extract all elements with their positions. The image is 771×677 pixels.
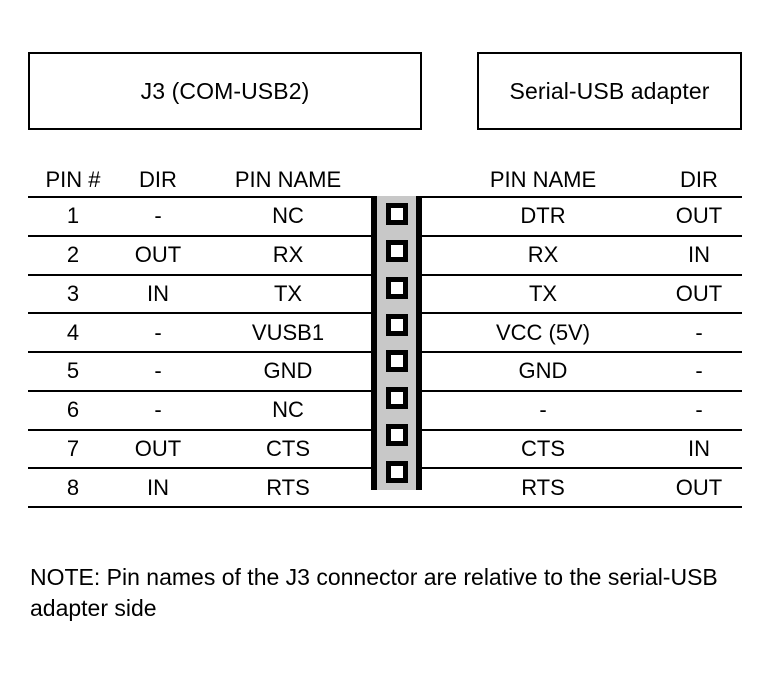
cell-pin-number: 4 (66, 319, 80, 345)
cell-pin-number: 7 (66, 435, 80, 461)
cell-dir-right: OUT (675, 474, 723, 500)
note-text: NOTE: Pin names of the J3 connector are … (30, 564, 718, 621)
cell-pin-name-right: GND (518, 358, 568, 384)
header-box-j3: J3 (COM-USB2) (28, 52, 422, 130)
cell-pin-number: 6 (66, 397, 80, 423)
cell-dir-left: - (154, 358, 162, 384)
cell-dir-left: - (154, 319, 162, 345)
cell-pin-name-left: GND (263, 358, 313, 384)
cell-dir-left: - (154, 203, 162, 229)
connector-pin-square (385, 460, 408, 483)
header-box-j3-label: J3 (COM-USB2) (140, 77, 310, 104)
cell-pin-number: 2 (66, 242, 80, 268)
cell-pin-number: 5 (66, 358, 80, 384)
cell-dir-left: - (154, 397, 162, 423)
connector-pin-square (385, 423, 408, 446)
cell-pin-name-left: RX (272, 242, 304, 268)
cell-dir-left: OUT (134, 435, 182, 461)
cell-pin-number: 1 (66, 203, 80, 229)
cell-dir-right: OUT (675, 203, 723, 229)
cell-pin-number: 8 (66, 474, 80, 500)
cell-dir-right: OUT (675, 280, 723, 306)
cell-dir-left: IN (147, 280, 169, 306)
cell-pin-name-right: DTR (520, 203, 566, 229)
header-box-serial-usb-adapter-label: Serial-USB adapter (509, 77, 710, 104)
connector-pin-square (385, 387, 408, 410)
connector-pin-square (385, 203, 408, 226)
table-column-headers: PIN # DIR PIN NAME PIN NAME DIR (28, 164, 742, 196)
column-header-pin-name-right: PIN NAME (489, 167, 597, 192)
cell-dir-left: IN (147, 474, 169, 500)
header-box-serial-usb-adapter: Serial-USB adapter (477, 52, 742, 130)
cell-pin-name-right: VCC (5V) (495, 319, 591, 345)
cell-pin-name-left: NC (272, 203, 304, 229)
cell-pin-name-left: CTS (266, 435, 310, 461)
cell-pin-name-right: CTS (521, 435, 565, 461)
cell-dir-right: - (695, 397, 703, 423)
connector-strip (371, 196, 422, 490)
cell-pin-name-right: RX (527, 242, 559, 268)
cell-dir-right: - (695, 319, 703, 345)
column-header-pin-name-left: PIN NAME (234, 167, 342, 192)
cell-pin-name-right: TX (528, 280, 558, 306)
connector-pin-square (385, 313, 408, 336)
cell-pin-number: 3 (66, 280, 80, 306)
cell-dir-right: - (695, 358, 703, 384)
cell-pin-name-left: NC (272, 397, 304, 423)
column-header-pin-number: PIN # (45, 167, 101, 192)
cell-dir-right: IN (688, 435, 710, 461)
cell-pin-name-left: VUSB1 (251, 319, 325, 345)
cell-pin-name-right: - (539, 397, 547, 423)
cell-pin-name-left: TX (273, 280, 303, 306)
connector-pin-square (385, 350, 408, 373)
table-row: 8 IN RTS RTS OUT (28, 469, 742, 508)
connector-pin-square (385, 240, 408, 263)
column-header-dir-left: DIR (139, 167, 177, 192)
cell-dir-left: OUT (134, 242, 182, 268)
column-header-dir-right: DIR (680, 167, 718, 192)
cell-pin-name-left: RTS (266, 474, 310, 500)
connector-pin-square (385, 276, 408, 299)
cell-pin-name-right: RTS (521, 474, 565, 500)
cell-dir-right: IN (688, 242, 710, 268)
